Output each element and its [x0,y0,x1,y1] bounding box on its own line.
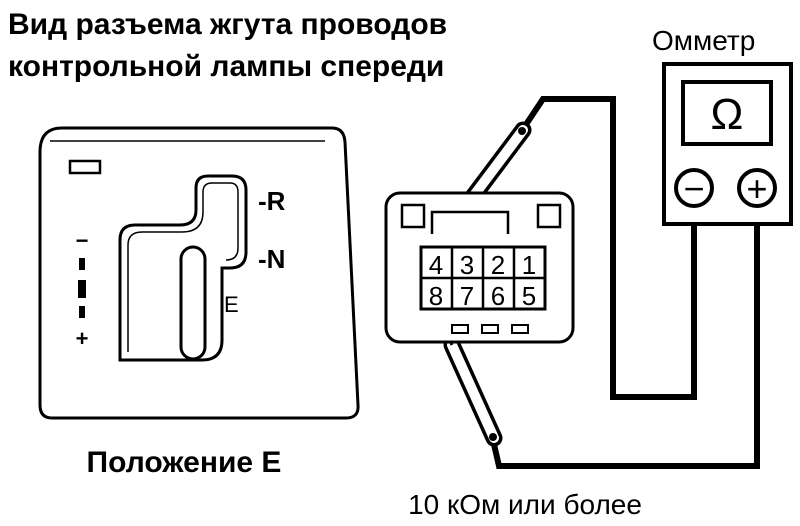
ohmmeter-label: Омметр [652,25,755,56]
pin-7: 7 [460,281,474,311]
pin-3: 3 [460,250,474,280]
title-line-1: Вид разъема жгута проводов [8,8,447,41]
pin-8: 8 [429,281,443,311]
shifter-caption: Положение E [87,446,282,479]
pin-4: 4 [429,250,443,280]
ohmmeter: Ω − + [662,62,793,226]
result-caption: 10 кОм или более [408,489,642,520]
minus-terminal [674,168,714,208]
pin-5: 5 [522,281,536,311]
plus-terminal [737,168,777,208]
shift-lever [179,245,207,361]
ohmmeter-display [681,80,773,146]
pin-2: 2 [491,250,505,280]
minus-terminal-label: − [683,168,704,209]
gate-minus: − [76,228,89,253]
indicator-lamp [68,159,102,175]
title-line-2: контрольной лампы спереди [8,50,444,83]
test-wires [490,96,760,469]
plus-lead-wire [490,224,760,469]
pin-1: 1 [522,250,536,280]
gate-n: -N [258,244,285,274]
shifter-panel: − + -R -N E [38,126,360,420]
ohm-symbol: Ω [711,90,744,139]
gate-plus: + [76,326,89,351]
pin-6: 6 [491,281,505,311]
gate-r: -R [258,186,286,216]
plus-terminal-label: + [746,168,767,209]
minus-lead-wire [520,96,697,400]
gate-e: E [224,292,239,317]
harness-connector: 4 3 2 1 8 7 6 5 [384,191,575,344]
